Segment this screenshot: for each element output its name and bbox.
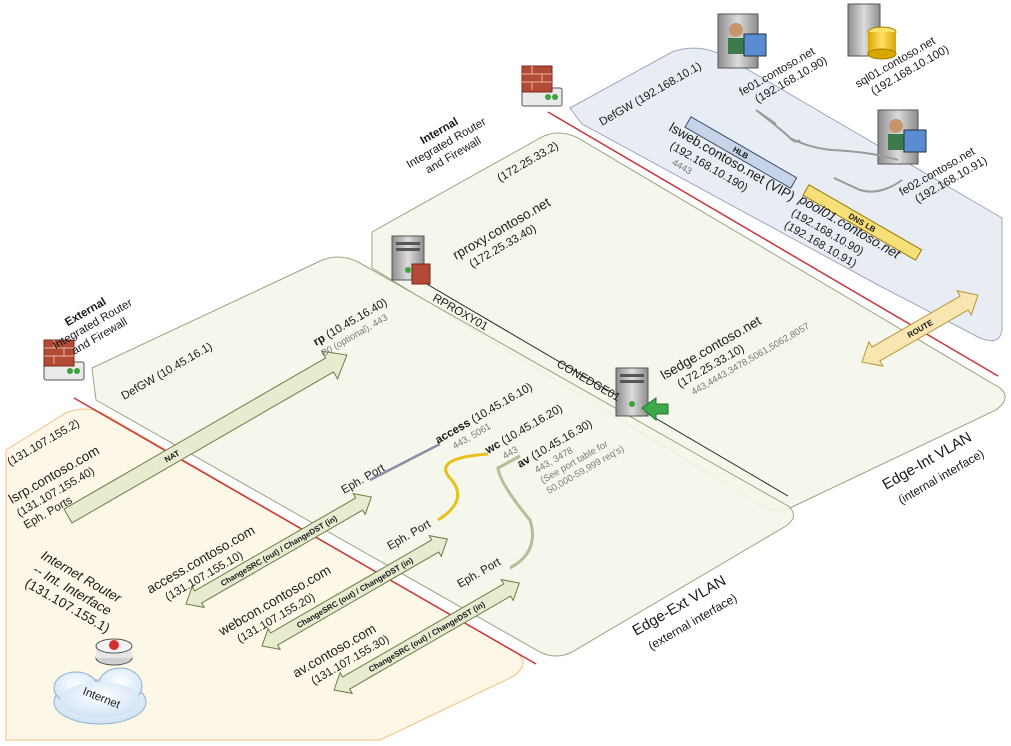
external-router-icon xyxy=(43,339,85,381)
conedge-server-icon xyxy=(615,367,669,422)
pool-bracket-dns xyxy=(833,177,903,193)
av-name: av xyxy=(516,454,534,471)
rproxy-server-icon xyxy=(391,235,431,285)
internal-router-icon xyxy=(521,65,563,107)
dmz-wire xyxy=(419,279,789,497)
access-connector xyxy=(369,442,441,482)
wc-connector xyxy=(437,452,489,522)
edge-ext-zone xyxy=(91,256,794,657)
fe02-server-icon xyxy=(877,109,927,165)
internet-cloud-icon xyxy=(53,667,147,725)
internal-zone xyxy=(569,47,1003,342)
pool-bracket-fe xyxy=(755,109,899,161)
fe01-server-icon xyxy=(717,13,767,69)
av-connector xyxy=(496,454,534,570)
hlb-bar: HLB xyxy=(684,116,798,189)
internet-router-icon xyxy=(95,638,133,666)
nat-arrow[interactable]: NAT xyxy=(60,341,355,530)
rp-name: rp xyxy=(312,332,328,348)
sql01-server-icon xyxy=(847,3,897,60)
